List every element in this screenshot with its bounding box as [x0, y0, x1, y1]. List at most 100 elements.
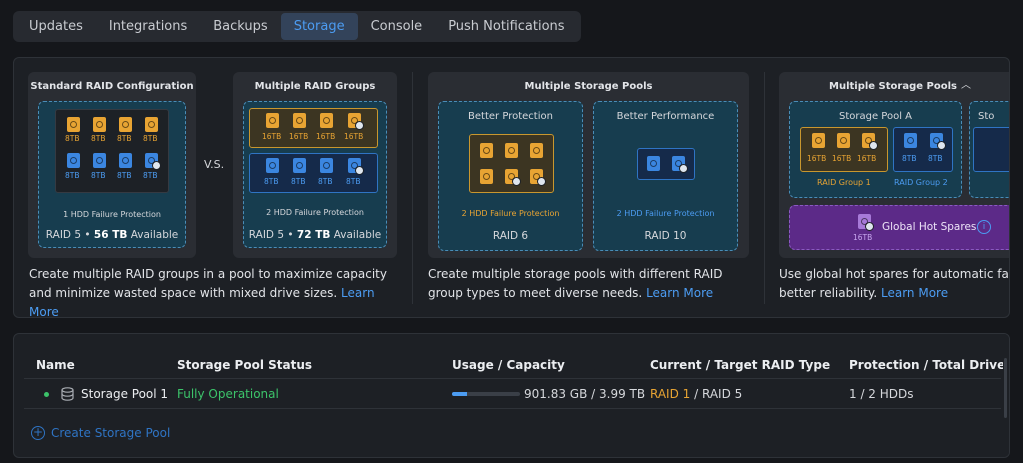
- hot-spare-hdd-icon: [930, 133, 946, 150]
- database-icon: [61, 387, 74, 401]
- raid-summary: RAID 5 • 72 TB Available: [248, 229, 382, 241]
- better-protection-pool: Better Protection 2 HDD Failure Protecti…: [438, 101, 583, 251]
- raid-info-panel: Standard RAID Configuration 8TB 8TB 8TB …: [13, 57, 1010, 318]
- col-header-name[interactable]: Name: [36, 358, 75, 372]
- tab-backups[interactable]: Backups: [213, 19, 268, 34]
- hdd-icon: [145, 117, 158, 132]
- description-storage-pools: Create multiple storage pools with diffe…: [428, 267, 723, 300]
- section-divider: [764, 72, 765, 304]
- drive-size: 8TB: [928, 154, 943, 163]
- raid-type: RAID 6: [492, 230, 529, 242]
- info-icon[interactable]: i: [977, 220, 991, 234]
- hdd-icon: [320, 113, 333, 128]
- standard-raid-card: Standard RAID Configuration 8TB 8TB 8TB …: [28, 72, 196, 258]
- hdd-icon: [67, 117, 80, 132]
- drive-size: 8TB: [91, 134, 106, 143]
- versus-label: V.S.: [204, 158, 225, 171]
- card-title: Standard RAID Configuration: [30, 81, 194, 92]
- pool-title: Better Protection: [468, 111, 553, 122]
- drive-size: 8TB: [65, 171, 80, 180]
- hdd-icon: [320, 158, 333, 173]
- drive-size: 16TB: [853, 233, 873, 242]
- drive-size: 8TB: [117, 171, 132, 180]
- hot-spare-hdd-icon: [672, 156, 688, 173]
- status-dot: [44, 392, 49, 397]
- multiple-raid-groups-diagram: 16TB 16TB 16TB 16TB 8TB 8TB 8TB 8TB 2 HD…: [243, 101, 387, 248]
- learn-more-link[interactable]: Learn More: [880, 286, 949, 300]
- usage-capacity: 901.83 GB / 3.99 TB: [524, 387, 646, 401]
- hdd-icon: [93, 153, 106, 168]
- raid-current: RAID 1: [650, 387, 691, 401]
- failure-protection: 1 HDD Failure Protection: [63, 210, 161, 219]
- col-header-raid-type[interactable]: Current / Target RAID Type: [650, 358, 831, 372]
- raid-summary: RAID 5 • 56 TB Available: [45, 229, 179, 241]
- raid6-drive-group: [469, 134, 554, 193]
- description-raid-groups: Create multiple RAID groups in a pool to…: [29, 267, 387, 318]
- pool-title: Better Performance: [616, 111, 715, 122]
- drive-size: 8TB: [91, 171, 106, 180]
- hot-spare-hdd-icon: [505, 169, 521, 186]
- raid-group-large-drives: 16TB 16TB 16TB 16TB: [249, 108, 378, 148]
- drive-group: 8TB 8TB 8TB 8TB 8TB 8TB 8TB 8TB: [55, 109, 169, 193]
- hot-spare-hdd-icon: [348, 158, 364, 175]
- col-header-protection[interactable]: Protection / Total Drives: [849, 358, 1010, 372]
- create-storage-pool-button[interactable]: + Create Storage Pool: [31, 425, 171, 440]
- pool-status: Fully Operational: [177, 387, 279, 401]
- drive-size: 16TB: [262, 132, 282, 141]
- chevron-up-icon[interactable]: ︿: [961, 80, 971, 91]
- usage-bar: [452, 392, 520, 396]
- hdd-icon: [837, 133, 850, 148]
- learn-more-link[interactable]: Learn More: [646, 286, 714, 300]
- card-title: Multiple RAID Groups: [254, 81, 376, 92]
- standard-raid-diagram: 8TB 8TB 8TB 8TB 8TB 8TB 8TB 8TB 1 HDD Fa…: [38, 101, 186, 248]
- failure-protection: 2 HDD Failure Protection: [266, 208, 364, 217]
- drive-size: 8TB: [902, 154, 917, 163]
- better-performance-pool: Better Performance 2 HDD Failure Protect…: [593, 101, 738, 251]
- drive-size: 8TB: [291, 177, 306, 186]
- hdd-icon: [647, 156, 660, 171]
- description-hot-spares: Use global hot spares for automatic fa b…: [779, 267, 1009, 300]
- raid-group-label: RAID Group 1: [817, 178, 871, 187]
- pool-name[interactable]: Storage Pool 1: [81, 387, 169, 401]
- row-divider: [24, 408, 1001, 409]
- drive-size: 16TB: [289, 132, 309, 141]
- drive-size: 8TB: [346, 177, 361, 186]
- usage-bar-fill: [452, 392, 467, 396]
- tab-storage[interactable]: Storage: [280, 13, 358, 40]
- tab-integrations[interactable]: Integrations: [108, 19, 188, 34]
- pool-title: Storage Pool A: [838, 111, 912, 122]
- hdd-icon: [266, 158, 279, 173]
- failure-protection: 2 HDD Failure Protection: [461, 209, 560, 218]
- drive-size: 16TB: [344, 132, 364, 141]
- raid-group-label: RAID Group 2: [894, 178, 948, 187]
- drive-size: 8TB: [318, 177, 333, 186]
- tab-updates[interactable]: Updates: [29, 19, 83, 34]
- hdd-icon: [93, 117, 106, 132]
- drive-size: 8TB: [143, 134, 158, 143]
- storage-pool-table: Name Storage Pool Status Usage / Capacit…: [13, 333, 1010, 458]
- protection-drives: 1 / 2 HDDs: [849, 387, 914, 401]
- scrollbar[interactable]: [1003, 334, 1009, 457]
- hot-spare-hdd-icon: [348, 113, 364, 130]
- learn-more-link[interactable]: Learn More: [29, 286, 375, 318]
- tab-push-notifications[interactable]: Push Notifications: [448, 19, 565, 34]
- hot-spare-hdd-icon: [858, 214, 874, 231]
- hdd-icon: [293, 158, 306, 173]
- drive-size: 16TB: [832, 154, 852, 163]
- raid10-drive-group: [637, 148, 695, 180]
- tab-console[interactable]: Console: [370, 19, 423, 34]
- hot-spare-hdd-icon: [145, 153, 161, 170]
- storage-pool-a: Storage Pool A 16TB 16TB 16TB 8TB 8TB RA…: [789, 101, 962, 198]
- drive-size: 8TB: [264, 177, 279, 186]
- hdd-icon: [480, 143, 493, 158]
- tab-bar: Updates Integrations Backups Storage Con…: [13, 11, 581, 42]
- raid-group-small-drives: 8TB 8TB 8TB 8TB: [249, 153, 378, 193]
- col-header-status[interactable]: Storage Pool Status: [177, 358, 313, 372]
- drive-size: 16TB: [316, 132, 336, 141]
- col-header-usage[interactable]: Usage / Capacity: [452, 358, 565, 372]
- storage-pool-b-partial: Sto: [969, 101, 1009, 198]
- scrollbar-thumb[interactable]: [1004, 358, 1007, 418]
- pool-title: Sto: [978, 111, 995, 122]
- global-hot-spares-label: Global Hot Spares: [882, 221, 977, 233]
- drive-size: 8TB: [65, 134, 80, 143]
